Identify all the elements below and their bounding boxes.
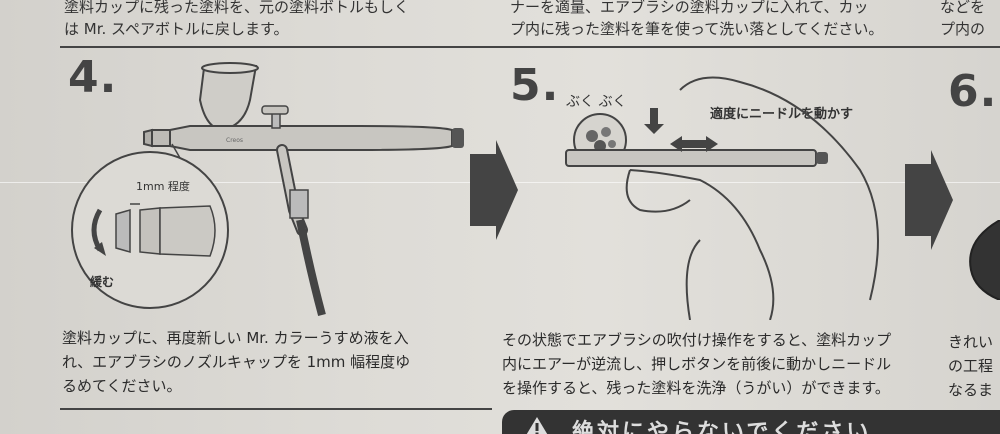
top-text-col1: 塗料カップに残った塗料を、元の塗料ボトルもしく は Mr. スペアボトルに戻しま… bbox=[64, 0, 409, 40]
nozzle-cap-icon bbox=[143, 128, 153, 148]
top-text-line: プ内の bbox=[940, 20, 986, 38]
airbrush-tail-icon bbox=[452, 128, 464, 148]
warning-banner: 絶対にやらないでください bbox=[502, 410, 1000, 434]
step-5-caption: その状態でエアブラシの吹付け操作をすると、塗料カップ 内にエアーが逆流し、押しボ… bbox=[502, 328, 891, 400]
down-arrow-icon bbox=[644, 108, 664, 134]
top-text-col2: ナーを適量、エアブラシの塗料カップに入れて、カッ プ内に残った塗料を筆を使って洗… bbox=[510, 0, 883, 40]
caption-line: の工程 bbox=[948, 357, 994, 375]
top-text-line: ナーを適量、エアブラシの塗料カップに入れて、カッ bbox=[510, 0, 869, 16]
step-6-number: 6. bbox=[948, 66, 998, 117]
bottom-divider bbox=[60, 408, 492, 410]
section-divider bbox=[60, 46, 1000, 48]
air-hose-icon bbox=[685, 239, 701, 320]
needle-label: 適度にニードルを動かす bbox=[710, 106, 853, 122]
air-hose-icon bbox=[296, 219, 326, 317]
gap-label: 1mm 程度 bbox=[136, 179, 190, 193]
top-text-line: 塗料カップに残った塗料を、元の塗料ボトルもしく bbox=[64, 0, 410, 16]
step-5-number: 5. bbox=[510, 60, 560, 111]
step-4-number: 4. bbox=[68, 52, 118, 103]
next-step-arrow-icon bbox=[905, 150, 953, 250]
bubble-sound-label: ぶく ぶく bbox=[566, 94, 626, 110]
warning-icon bbox=[526, 417, 548, 434]
caption-line: 塗料カップに、再度新しい Mr. カラーうすめ液を入 bbox=[62, 329, 409, 347]
step-6-caption: きれい の工程 なるま bbox=[948, 330, 993, 402]
step-5-illustration: ぶく ぶく 適度にニードルを動かす bbox=[565, 76, 879, 320]
back-forth-arrow-icon bbox=[670, 136, 718, 152]
step-4-illustration: Creos 1mm 程度 緩む bbox=[71, 62, 464, 317]
caption-line: 内にエアーが逆流し、押しボタンを前後に動かしニードル bbox=[502, 355, 892, 373]
hand-icon bbox=[679, 76, 879, 301]
caption-line: きれい bbox=[948, 333, 994, 351]
step-4-caption: 塗料カップに、再度新しい Mr. カラーうすめ液を入 れ、エアブラシのノズルキャ… bbox=[62, 326, 410, 398]
trigger-button-icon bbox=[261, 105, 289, 115]
top-text-line: などを bbox=[940, 0, 986, 16]
next-step-arrow-icon bbox=[470, 140, 518, 240]
caption-line: れ、エアブラシのノズルキャップを 1mm 幅程度ゆ bbox=[62, 353, 411, 371]
airbrush-body-icon bbox=[565, 149, 817, 167]
airbrush-body-icon bbox=[169, 125, 453, 151]
caption-line: を操作すると、残った塗料を洗浄（うがい）ができます。 bbox=[502, 379, 890, 397]
warning-text: 絶対にやらないでください bbox=[572, 420, 872, 434]
caption-line: その状態でエアブラシの吹付け操作をすると、塗料カップ bbox=[502, 331, 892, 349]
step-6-illustration bbox=[969, 220, 1000, 300]
caption-line: なるま bbox=[948, 381, 994, 399]
hose-joint-icon bbox=[289, 189, 309, 219]
paint-cup-icon bbox=[198, 64, 258, 132]
top-text-line: は Mr. スペアボトルに戻します。 bbox=[64, 20, 289, 38]
top-text-line: プ内に残った塗料を筆を使って洗い落としてください。 bbox=[510, 20, 884, 38]
brand-mark: Creos bbox=[226, 137, 243, 144]
top-text-col3: などを プ内の bbox=[940, 0, 985, 40]
caption-line: るめてください。 bbox=[62, 377, 182, 395]
loosen-label: 緩む bbox=[90, 274, 114, 289]
